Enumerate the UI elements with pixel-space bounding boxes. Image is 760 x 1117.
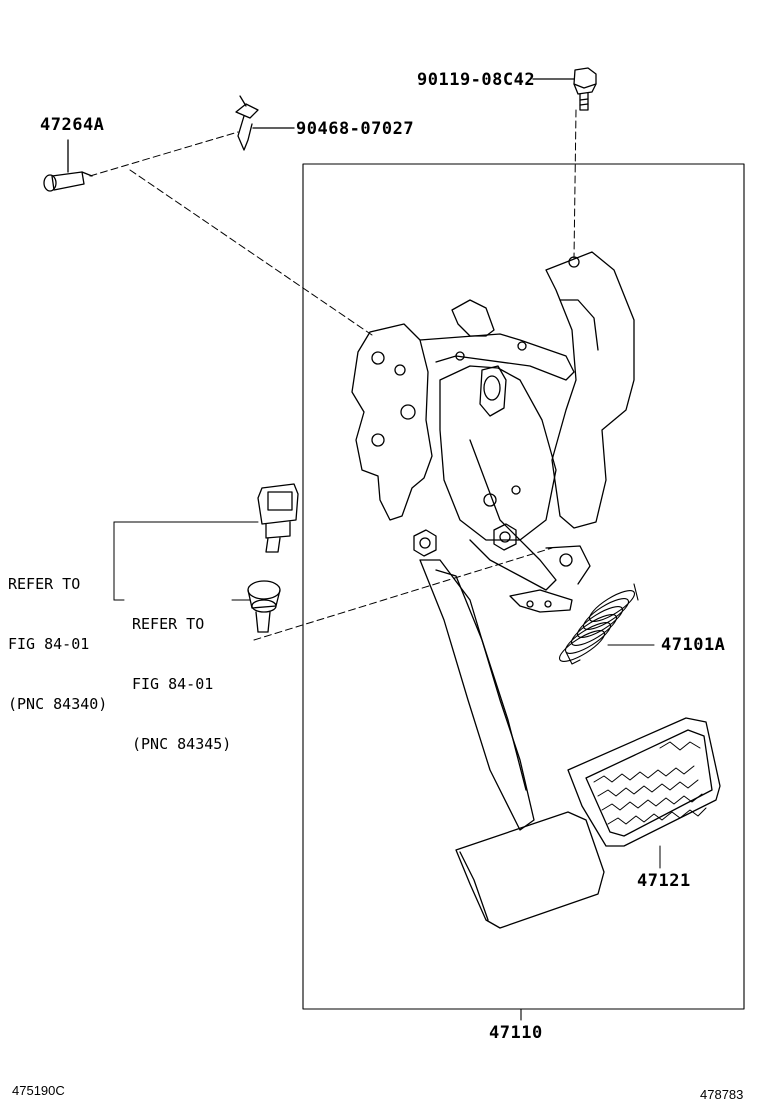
ref-line: REFER TO [132, 615, 205, 633]
assembly-frame [302, 163, 745, 1010]
return-spring [558, 583, 655, 665]
figure-code-right: 478783 [700, 1087, 744, 1102]
label-assembly-part-number: 47110 [489, 1023, 543, 1043]
pedal-pad [567, 717, 721, 869]
figure-code-left: 475190C [12, 1083, 65, 1098]
clevis-pin [43, 139, 93, 192]
ref-line: (PNC 84345) [132, 735, 232, 753]
flange-bolt [532, 67, 597, 111]
grommet [247, 580, 281, 633]
pedal-arm [419, 439, 591, 831]
pedal-bracket [351, 251, 635, 541]
label-spring-part-number: 47101A [661, 635, 726, 655]
label-bolt-part-number: 90119-08C42 [417, 70, 536, 90]
clip-part [235, 95, 295, 151]
pedal-plate [455, 811, 605, 929]
label-pin-part-number: 47264A [40, 115, 105, 135]
ref-line: REFER TO [8, 575, 81, 593]
label-clip-part-number: 90468-07027 [296, 119, 415, 139]
ref-line: FIG 84-01 [8, 635, 90, 653]
stop-lamp-switch [257, 483, 299, 553]
reference-note-grommet: REFER TO FIG 84-01 (PNC 84345) [132, 574, 231, 774]
ref-brackets [113, 521, 259, 601]
ref-line: FIG 84-01 [132, 675, 214, 693]
guide-lines [89, 109, 577, 641]
ref-line: (PNC 84340) [8, 695, 108, 713]
reference-note-switch: REFER TO FIG 84-01 (PNC 84340) [8, 534, 107, 734]
label-pad-part-number: 47121 [637, 871, 691, 891]
bracket-nuts [413, 523, 517, 557]
